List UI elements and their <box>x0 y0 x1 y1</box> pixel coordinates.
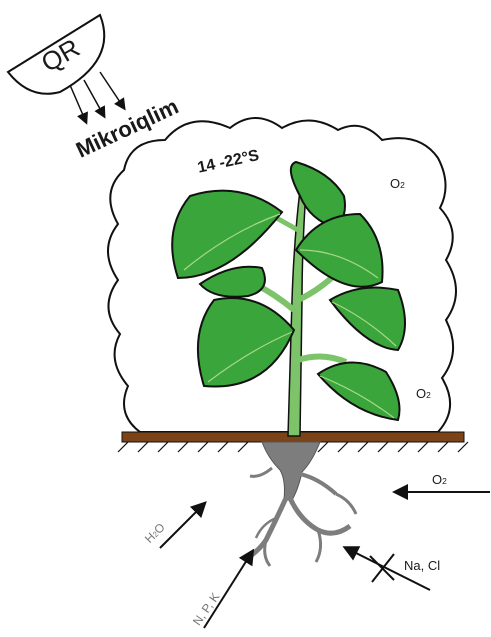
leaf-left-lower <box>198 298 294 387</box>
o2-lower-sub: 2 <box>426 390 431 400</box>
o2-lower-label: O2 <box>416 386 431 401</box>
nacl-text: Na, Cl <box>404 558 440 573</box>
microclimate-cloud <box>108 118 456 432</box>
leaf-bottom-right <box>318 362 400 420</box>
leaf-right-lower <box>330 288 405 350</box>
o2-soil-sub: 2 <box>442 476 447 486</box>
plant-roots <box>244 442 356 566</box>
plant-leaves <box>172 162 405 420</box>
o2-upper-sub: 2 <box>400 180 405 190</box>
o2-soil-label: O2 <box>432 472 447 487</box>
o2-upper-label: O2 <box>390 176 405 191</box>
o2-soil-o: O <box>432 472 442 487</box>
o2-lower-o: O <box>416 386 426 401</box>
leaf-top-left <box>172 191 282 278</box>
o2-upper-o: O <box>390 176 400 191</box>
nacl-label: Na, Cl <box>404 558 440 573</box>
h2o-arrow <box>160 504 204 548</box>
